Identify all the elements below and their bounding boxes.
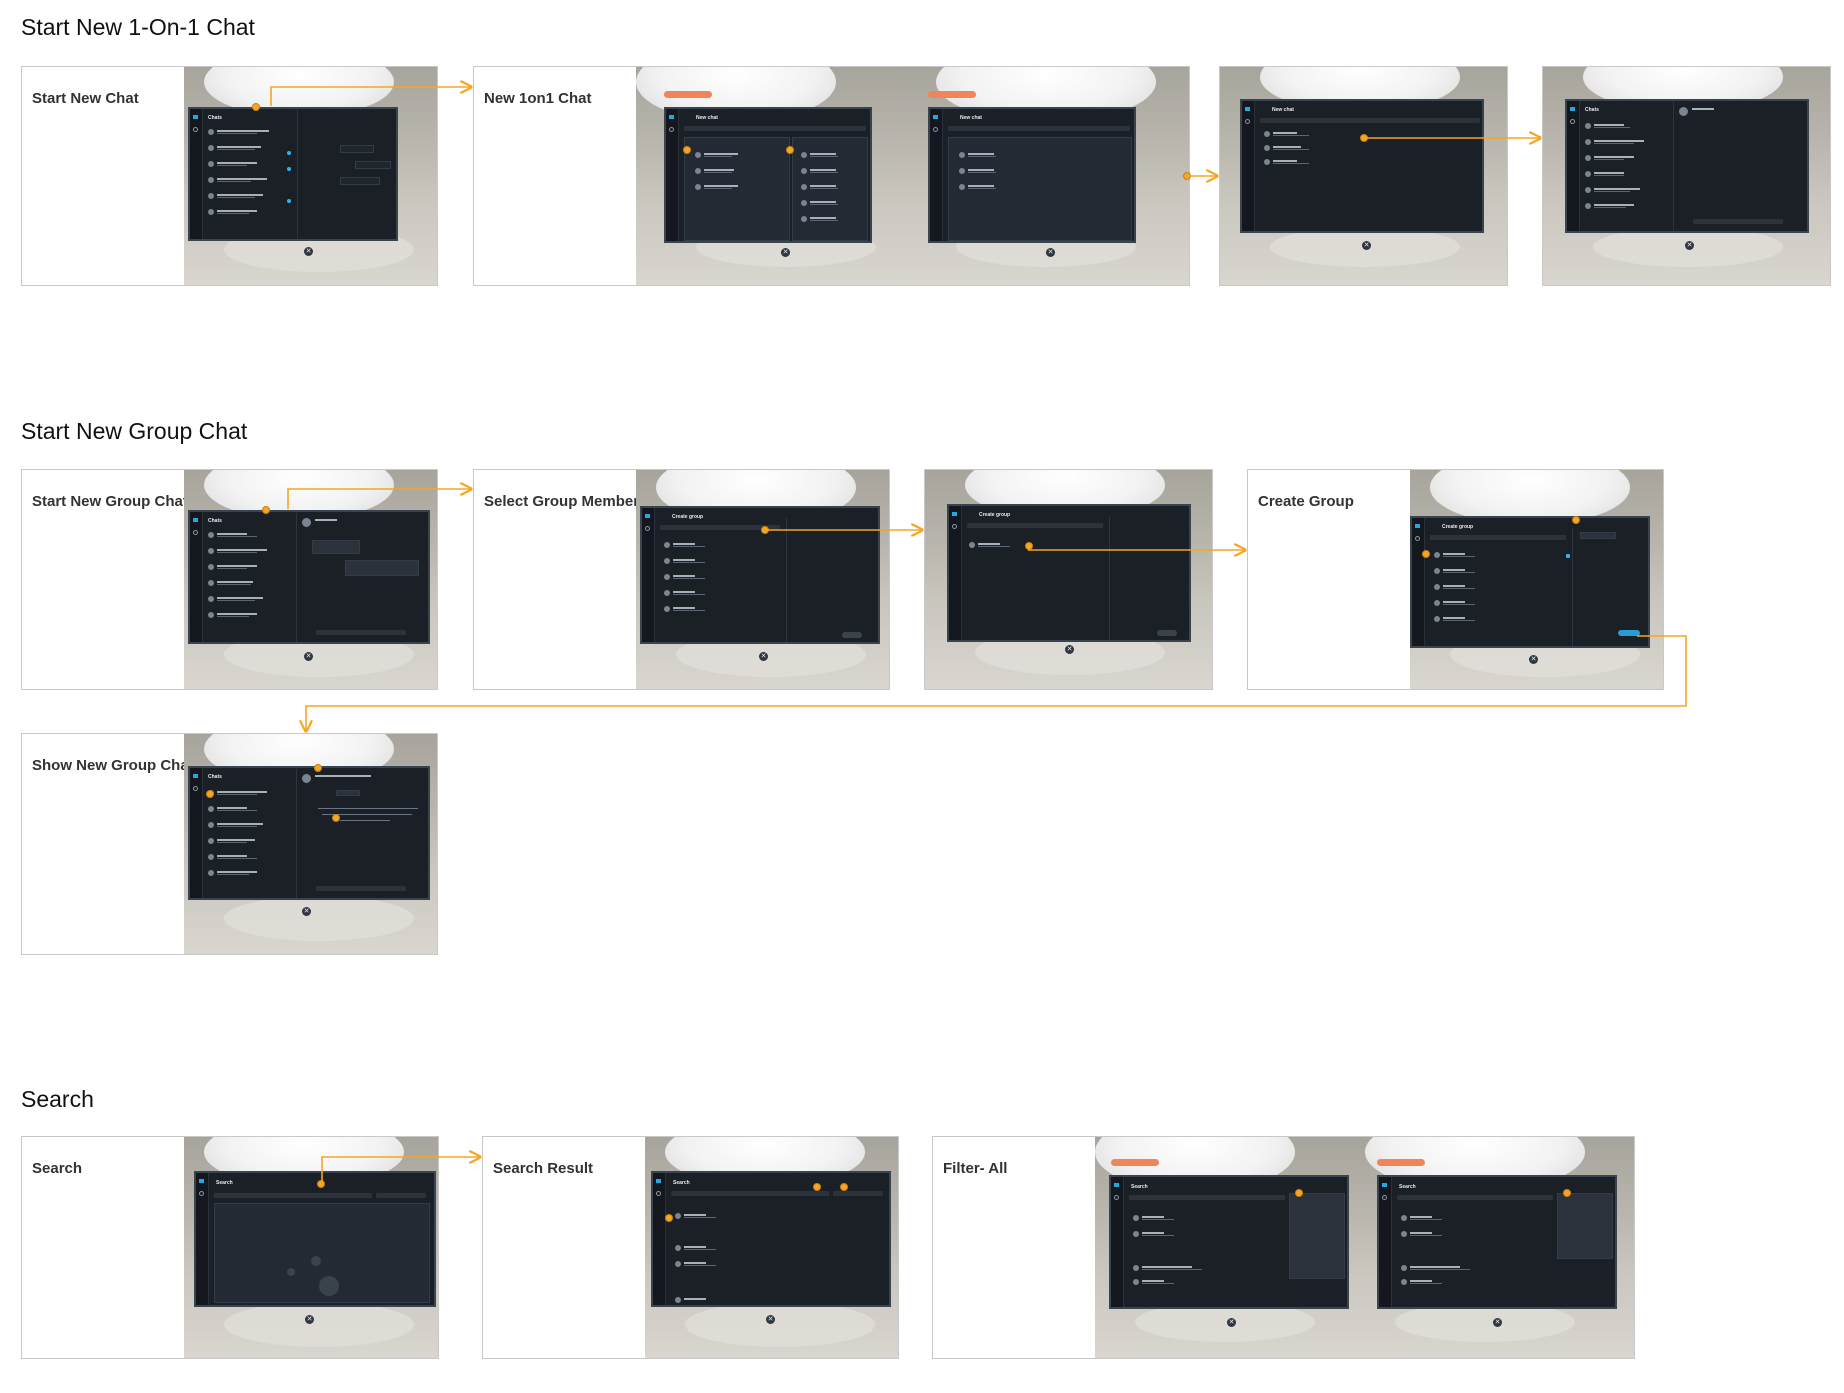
step-card-start-new-chat: Start New Chat Chats ✕ [21, 66, 438, 286]
step-label: Filter- All [943, 1160, 1008, 1177]
chat-window: Chats [1565, 99, 1809, 233]
flow-arrow [270, 87, 471, 106]
step-label: Start New Group Chat [32, 493, 188, 510]
close-icon[interactable]: ✕ [1493, 1318, 1502, 1327]
chat-window: Chats [188, 107, 398, 241]
create-group-window: Create group [947, 504, 1191, 642]
new-chat-window: New chat [928, 107, 1136, 243]
panel-title: Search [1399, 1184, 1416, 1190]
new-chat-window: New chat [1240, 99, 1484, 233]
create-group-window: Create group [1410, 516, 1650, 648]
panel-title: New chat [696, 115, 718, 121]
step-label: New 1on1 Chat [484, 90, 592, 107]
vr-scene: Chats ✕ [1543, 67, 1830, 285]
step-card-new-1on1-chat: New 1on1 Chat New chat [473, 66, 1190, 286]
step-card-create-group: Create Group Create group ✕ [1247, 469, 1664, 690]
panel-title: Create group [979, 512, 1011, 518]
panel-title: Search [1131, 1184, 1148, 1190]
close-icon[interactable]: ✕ [1529, 655, 1538, 664]
panel-title: Create group [1442, 524, 1474, 530]
vr-scene: Create group ✕ [636, 470, 889, 689]
step-card-chat-opened: Chats ✕ [1542, 66, 1831, 286]
vr-scene: New chat New chat [636, 67, 1189, 285]
chat-window: Chats [188, 766, 430, 900]
chat-window: Chats [188, 510, 430, 644]
panel-title: Chats [208, 518, 222, 524]
vr-scene: Chats ✕ [184, 734, 437, 954]
vr-scene: Chats ✕ [184, 67, 437, 285]
vr-scene: Create group ✕ [1410, 470, 1663, 689]
step-card-search-result: Search Result Search ✕ [482, 1136, 899, 1359]
panel-title: Chats [208, 115, 222, 121]
step-label: Create Group [1258, 493, 1354, 510]
step-card-search: Search Search ✕ [21, 1136, 439, 1359]
close-icon[interactable]: ✕ [781, 248, 790, 257]
close-icon[interactable]: ✕ [1065, 645, 1074, 654]
close-icon[interactable]: ✕ [1227, 1318, 1236, 1327]
panel-title: Search [673, 1180, 690, 1186]
search-window: Search [194, 1171, 436, 1307]
section-title-search: Search [21, 1086, 94, 1112]
close-icon[interactable]: ✕ [302, 907, 311, 916]
vr-scene: Search ✕ [184, 1137, 438, 1358]
vr-scene: Chats ✕ [184, 470, 437, 689]
panel-title: New chat [960, 115, 982, 121]
flow-arrow [287, 489, 471, 509]
close-icon[interactable]: ✕ [304, 652, 313, 661]
panel-title: Search [216, 1180, 233, 1186]
close-icon[interactable]: ✕ [766, 1315, 775, 1324]
flow-arrow [306, 635, 1687, 731]
step-label: Search [32, 1160, 83, 1177]
step-label: Start New Chat [32, 90, 139, 107]
section-title-one-on-one: Start New 1-On-1 Chat [21, 14, 255, 40]
step-card-search-user: New chat ✕ [1219, 66, 1508, 286]
search-window: Search [1377, 1175, 1617, 1309]
vr-scene: Search ✕ [645, 1137, 898, 1358]
vr-scene: Create group ✕ [925, 470, 1212, 689]
vr-scene: New chat ✕ [1220, 67, 1507, 285]
create-group-window: Create group [640, 506, 880, 644]
close-icon[interactable]: ✕ [1046, 248, 1055, 257]
step-card-search-member: Create group ✕ [924, 469, 1213, 690]
step-card-start-new-group: Start New Group Chat Chats ✕ [21, 469, 438, 690]
close-icon[interactable]: ✕ [304, 247, 313, 256]
section-title-group: Start New Group Chat [21, 418, 248, 444]
step-card-select-group-member: Select Group Member Create group ✕ [473, 469, 890, 690]
panel-title: New chat [1272, 107, 1294, 113]
close-icon[interactable]: ✕ [1362, 241, 1371, 250]
new-chat-window: New chat [664, 107, 872, 243]
step-card-filter-all: Filter- All Search Search [932, 1136, 1635, 1359]
step-card-group-added: Show New Group Chat Added Info Chats ✕ [21, 733, 438, 955]
flow-arrow [321, 1157, 480, 1183]
panel-title: Chats [208, 774, 222, 780]
search-window: Search [651, 1171, 891, 1307]
vr-scene: Search Search ✕ ✕ [1095, 1137, 1634, 1358]
step-label: Select Group Member [484, 493, 640, 510]
search-window: Search [1109, 1175, 1349, 1309]
close-icon[interactable]: ✕ [305, 1315, 314, 1324]
close-icon[interactable]: ✕ [759, 652, 768, 661]
close-icon[interactable]: ✕ [1685, 241, 1694, 250]
step-label: Search Result [493, 1160, 594, 1177]
panel-title: Chats [1585, 107, 1599, 113]
panel-title: Create group [672, 514, 704, 520]
